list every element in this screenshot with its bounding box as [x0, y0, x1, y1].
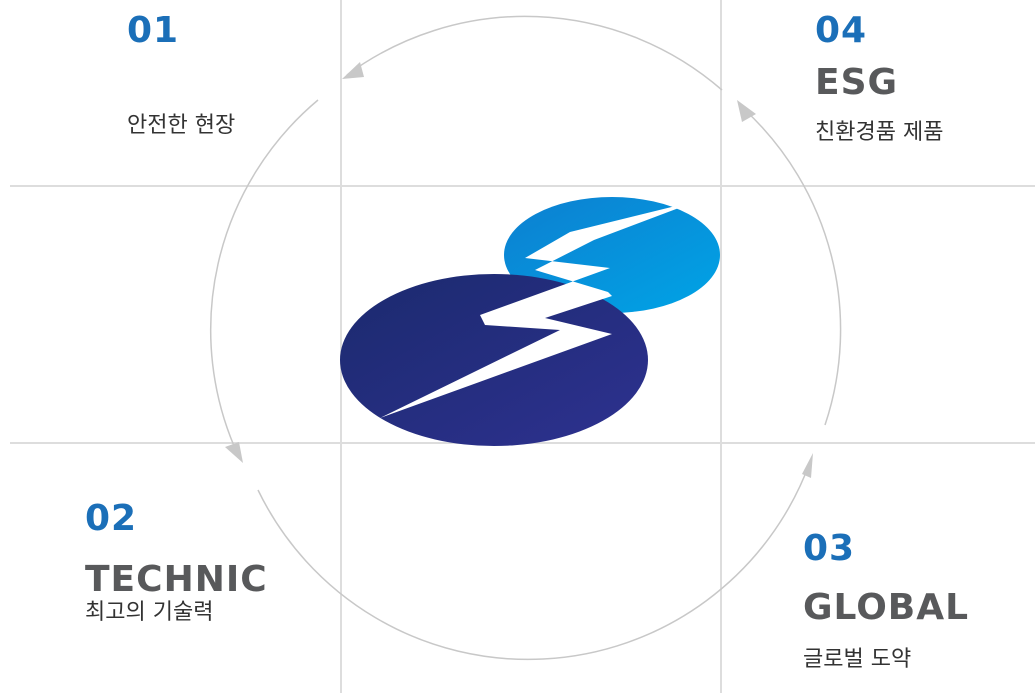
- step-04-number: 04: [815, 10, 868, 51]
- logo-dark-ellipse: [340, 274, 648, 446]
- cycle-arc-left: [209, 99, 319, 456]
- cycle-arrow-icon: [802, 453, 813, 478]
- step-04-title: ESG: [815, 62, 899, 103]
- step-03-number: 03: [803, 528, 856, 569]
- cycle-arc-top: [346, 15, 723, 91]
- step-01-subtitle: 안전한 현장: [127, 113, 236, 138]
- cycle-arc-bottom: [257, 461, 811, 661]
- cycle-arrow-icon: [342, 62, 364, 79]
- cycle-arrow-icon: [225, 442, 243, 463]
- cycle-arc-right: [744, 109, 842, 426]
- step-03-subtitle: 글로벌 도약: [803, 647, 912, 672]
- step-02-number: 02: [85, 498, 138, 539]
- step-03-title: GLOBAL: [803, 587, 970, 628]
- cycle-arrow-icon: [737, 100, 756, 122]
- step-02-title: TECHNIC: [85, 559, 268, 600]
- step-01-number: 01: [127, 10, 180, 51]
- cycle-arcs: [209, 15, 842, 661]
- cycle-arrowheads: [225, 62, 813, 478]
- step-02-subtitle: 최고의 기술력: [85, 600, 214, 625]
- company-logo: [340, 197, 720, 446]
- step-04-subtitle: 친환경품 제품: [815, 120, 944, 145]
- logo-bolt: [380, 200, 700, 418]
